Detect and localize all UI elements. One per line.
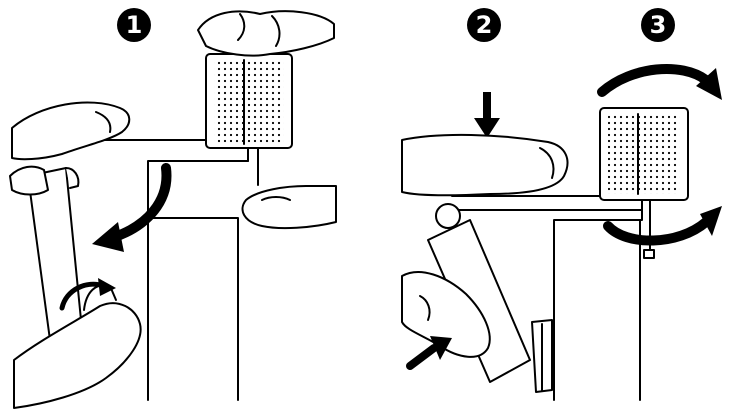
panel-step-2-3	[401, 64, 722, 401]
step-2-badge: 2	[467, 8, 501, 42]
webcam-body	[205, 53, 293, 186]
finger-on-top	[11, 101, 131, 161]
step-3-badge: 3	[641, 8, 675, 42]
panel-step-1	[9, 10, 337, 409]
push-arrow	[406, 336, 452, 370]
finger-pressing	[401, 133, 569, 197]
press-down-arrow	[474, 92, 500, 138]
webcam-clip-arm	[9, 165, 83, 341]
step-1-badge: 1	[117, 8, 151, 42]
fingers-top	[197, 10, 335, 57]
hand-bottom	[13, 302, 142, 409]
webcam-body-2	[599, 107, 689, 259]
rotate-arrow-bottom	[603, 206, 722, 246]
rotate-arrow-top	[597, 64, 722, 100]
thumb-back	[241, 185, 337, 230]
small-rotate-arrow	[59, 278, 116, 311]
webcam-clip-arm-2	[427, 203, 553, 393]
rotate-down-arrow	[92, 163, 172, 252]
hand-pushing	[401, 271, 491, 358]
